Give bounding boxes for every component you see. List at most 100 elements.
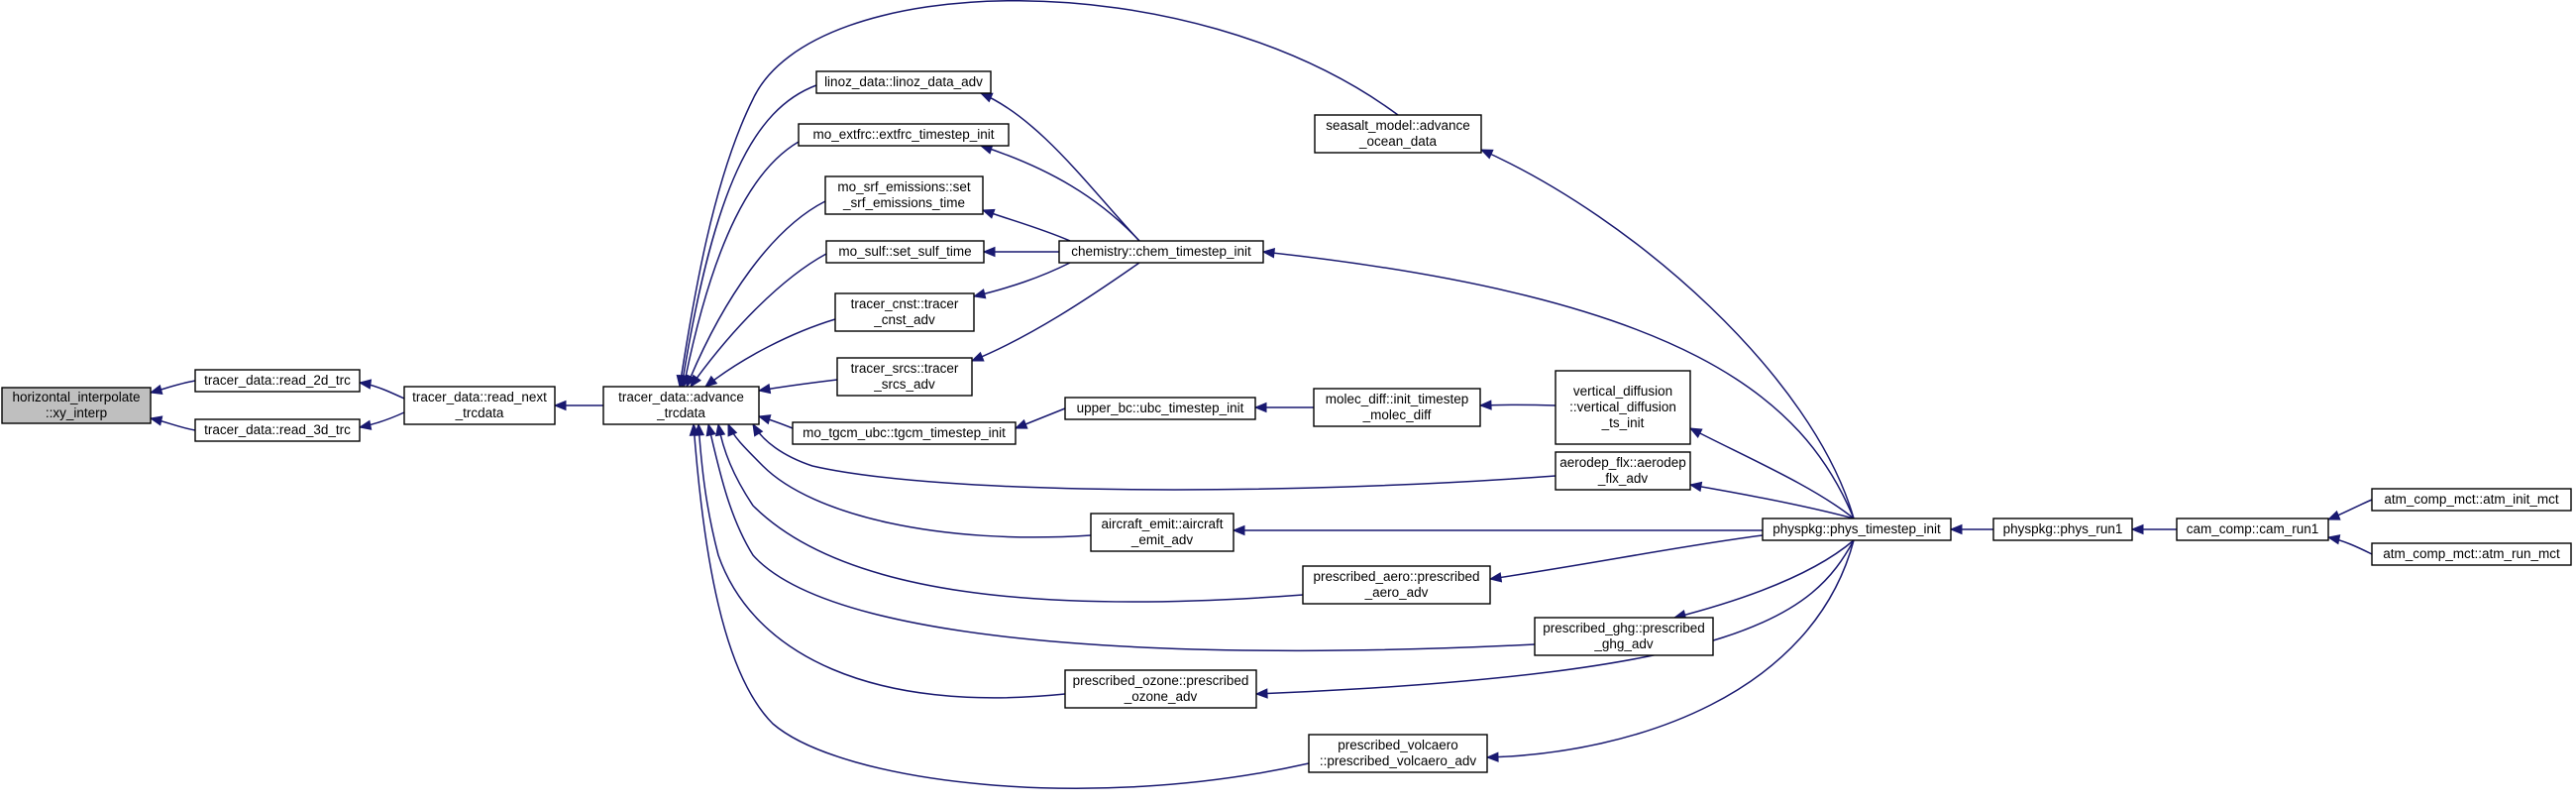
node-camrun1[interactable]: cam_comp::cam_run1 [2176,518,2329,541]
node-label-line: _ocean_data [1358,134,1438,149]
node-readnext[interactable]: tracer_data::read_next_trcdata [403,386,556,425]
node-label-line: _cnst_adv [873,312,935,327]
arrowhead [981,208,996,219]
node-extfrc[interactable]: mo_extfrc::extfrc_timestep_init [798,123,1010,147]
node-atmrun[interactable]: atm_comp_mct::atm_run_mct [2371,542,2572,566]
edge-read3d-to-horiz [149,415,196,431]
node-box [836,357,973,397]
node-physrun1[interactable]: physpkg::phys_run1 [1992,518,2133,541]
edge-tcnst-to-advance [703,318,836,388]
node-vdiff[interactable]: vertical_diffusion::vertical_diffusion_t… [1555,370,1691,445]
edge-atmrun-to-camrun1 [2326,534,2373,555]
node-linoz[interactable]: linoz_data::linoz_data_adv [815,70,992,94]
node-box [1314,114,1482,154]
arrowhead [2326,534,2341,545]
edge-chem-to-srfem [981,208,1071,242]
node-box [1064,397,1256,420]
arrowhead [705,422,716,437]
arrowhead [1949,523,1963,535]
edge-line [1480,149,1855,519]
arrowhead [703,375,718,388]
arrowhead [553,400,567,411]
node-box [1555,370,1691,445]
arrowhead [1254,688,1268,699]
node-box [403,386,556,425]
node-presozone[interactable]: prescribed_ozone::prescribed_ozone_adv [1064,669,1257,709]
node-molec[interactable]: molec_diff::init_timestep_molec_diff [1313,388,1481,427]
edge-camrun1-to-physrun1 [2130,523,2177,535]
edge-line [704,318,836,388]
arrowhead [1014,418,1028,429]
node-advance[interactable]: tracer_data::advance_trcdata [602,386,760,425]
node-box [1313,388,1481,427]
node-box [2176,518,2329,541]
edge-physrun1-to-physts [1949,523,1993,535]
edge-tgcm-to-advance [757,414,794,429]
node-srfem[interactable]: mo_srf_emissions::set_srf_emissions_time [824,175,984,215]
node-label-line: ::prescribed_volcaero_adv [1320,753,1477,768]
edge-physts-to-aerodep [1688,481,1855,519]
node-label-line: mo_srf_emissions::set [837,179,971,194]
edge-presaero-to-advance [714,422,1304,603]
node-chem[interactable]: chemistry::chem_timestep_init [1058,240,1264,264]
arrowhead [2326,510,2341,520]
edge-line [980,92,1140,242]
node-label-line: prescribed_volcaero [1338,738,1458,752]
arrowhead [757,383,772,395]
node-label-line: mo_sulf::set_sulf_time [838,244,971,259]
node-tgcm[interactable]: mo_tgcm_ubc::tgcm_timestep_init [792,421,1017,445]
node-label-line: seasalt_model::advance [1326,118,1470,133]
node-box [194,418,361,442]
node-horiz[interactable]: horizontal_interpolate::xy_interp [1,387,152,424]
arrowhead [1688,481,1703,493]
node-presvolc[interactable]: prescribed_volcaero::prescribed_volcaero… [1308,734,1488,773]
arrowhead [358,419,373,430]
edge-chem-to-tsrcs [970,262,1140,362]
node-label-line: horizontal_interpolate [12,390,140,404]
edge-readnext-to-read2d [358,379,405,400]
node-sulf[interactable]: mo_sulf::set_sulf_time [825,240,985,264]
node-label-line: prescribed_ozone::prescribed [1073,673,1249,688]
node-read3d[interactable]: tracer_data::read_3d_trc [194,418,361,442]
arrowhead [727,422,738,437]
node-presghg[interactable]: prescribed_ghg::prescribed_ghg_adv [1534,617,1714,656]
edge-extfrc-to-advance [681,141,800,389]
arrowhead [358,379,373,390]
node-physts[interactable]: physpkg::phys_timestep_init [1762,518,1952,541]
edge-physts-to-seasalt [1479,149,1855,519]
node-tsrcs[interactable]: tracer_srcs::tracer_srcs_adv [836,357,973,397]
node-box [815,70,992,94]
node-upperbc[interactable]: upper_bc::ubc_timestep_init [1064,397,1256,420]
edge-line [971,262,1140,362]
node-presaero[interactable]: prescribed_aero::prescribed_aero_adv [1302,565,1491,605]
node-label-line: ::xy_interp [46,405,107,420]
edge-line [1689,484,1855,519]
node-box [1308,734,1488,773]
arrowhead [970,351,985,362]
node-box [824,175,984,215]
node-aerodep[interactable]: aerodep_flx::aerodep_flx_adv [1555,451,1691,491]
edge-physts-to-presozone [1254,539,1855,699]
node-label-line: tracer_srcs::tracer [851,361,959,376]
edge-physts-to-presvolc [1485,539,1855,762]
node-tcnst[interactable]: tracer_cnst::tracer_cnst_adv [834,292,975,332]
node-box [2371,542,2572,566]
arrowhead [1488,572,1503,583]
arrowhead [982,246,996,258]
node-box [1064,669,1257,709]
node-box [194,369,361,393]
node-label-line: _srf_emissions_time [842,195,965,210]
node-label-line: tracer_data::read_2d_trc [204,373,351,388]
node-seasalt[interactable]: seasalt_model::advance_ocean_data [1314,114,1482,154]
node-read2d[interactable]: tracer_data::read_2d_trc [194,369,361,393]
edge-line [693,423,1310,789]
node-box [825,240,985,264]
node-atminit[interactable]: atm_comp_mct::atm_init_mct [2371,488,2572,512]
node-aircraft[interactable]: aircraft_emit::aircraft_emit_adv [1090,513,1234,552]
node-label-line: linoz_data::linoz_data_adv [824,74,983,89]
node-label-line: vertical_diffusion [1573,384,1672,399]
edge-presvolc-to-advance [689,422,1310,789]
edge-presghg-to-advance [705,422,1536,652]
edge-readnext-to-read3d [358,411,405,430]
node-box [792,421,1017,445]
